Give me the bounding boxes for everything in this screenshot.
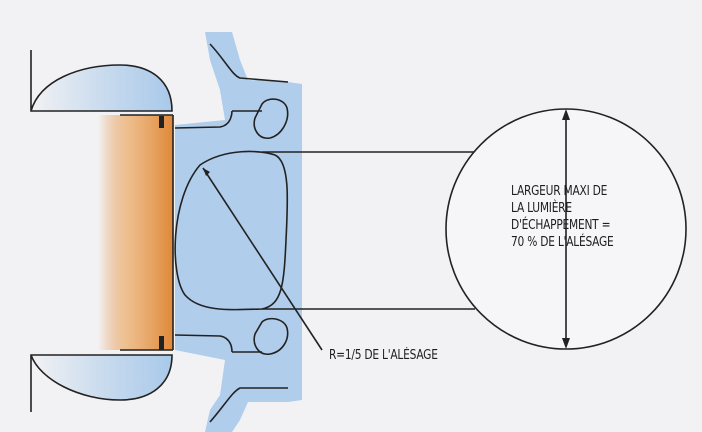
cylinder-casting <box>175 32 302 432</box>
piston-ring-upper <box>159 116 164 128</box>
piston <box>98 115 173 350</box>
port-width-line-4: 70 % DE L'ALÉSAGE <box>511 235 614 250</box>
lower-transfer-port <box>30 354 173 412</box>
piston-ring-lower <box>159 336 164 350</box>
upper-transfer-port <box>30 50 173 112</box>
port-width-label: LARGEUR MAXI DE LA LUMIÈRE D'ÉCHAPPEMENT… <box>511 183 614 251</box>
arrowhead-top <box>562 109 570 120</box>
port-width-line-2: LA LUMIÈRE <box>511 201 572 216</box>
radius-leader <box>202 167 323 351</box>
arrowhead-bottom <box>562 338 570 349</box>
port-width-line-1: LARGEUR MAXI DE <box>511 184 608 199</box>
coolant-passage-lower <box>253 317 289 355</box>
casting-outlines <box>174 43 687 423</box>
exhaust-port-outline <box>174 150 289 311</box>
radius-label: R=1/5 DE L'ALÉSAGE <box>329 348 438 363</box>
piston-outline <box>120 114 174 351</box>
port-width-line-3: D'ÉCHAPPEMENT = <box>511 218 611 233</box>
coolant-passage-upper <box>253 98 289 139</box>
radius-arrowhead <box>203 168 210 176</box>
